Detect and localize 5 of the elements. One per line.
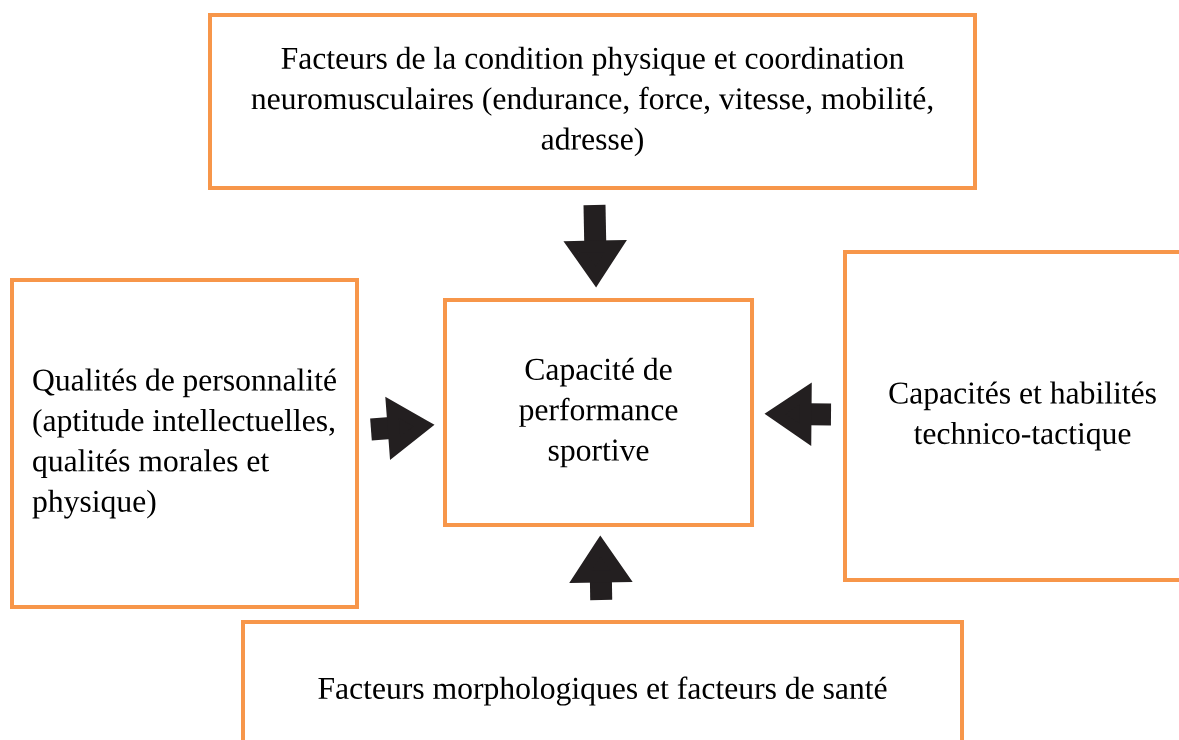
text-box: Capacités et habilités technico-tactique: [843, 250, 1179, 582]
text-box: Facteurs de la condition physique et coordination neuromusculaires (endurance, force, vitesse, mobilité, adresse): [208, 13, 977, 190]
text-box: Qualités de personnalité (aptitude intellectuelles, qualités morales et physique): [10, 278, 359, 609]
text-box: Facteurs morphologiques et facteurs de santé: [241, 620, 964, 740]
text-box: Capacité de performance sportive: [443, 298, 754, 527]
